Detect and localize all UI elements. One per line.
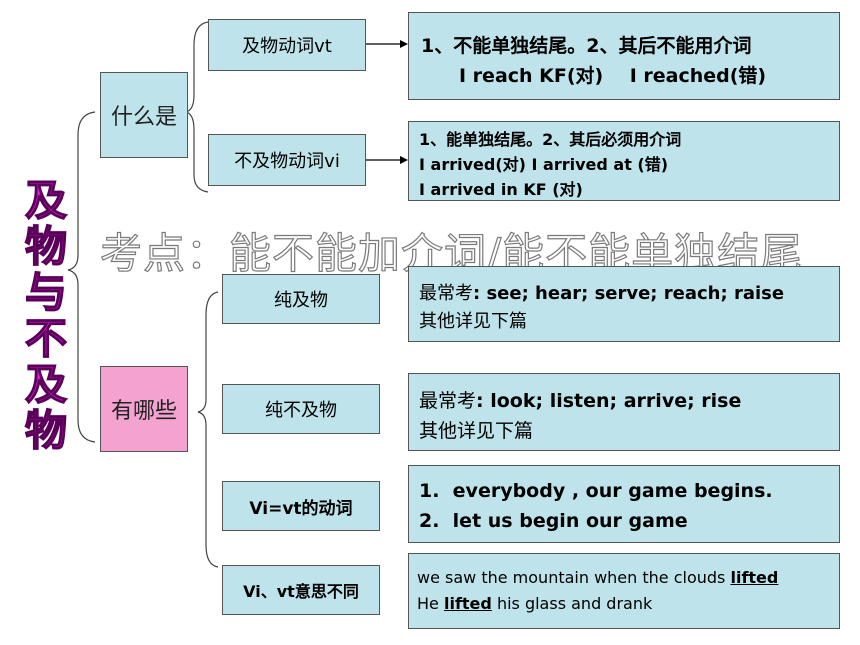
pure-vi-prefix: 最常考 xyxy=(419,390,477,412)
diff-example-1-keyword: lifted xyxy=(730,568,779,587)
title-char: 物 xyxy=(24,222,68,271)
category-which-label: 有哪些 xyxy=(110,399,177,424)
both-description-box: 1. everybody , our game begins. 2. let u… xyxy=(408,465,840,543)
title-char: 及 xyxy=(24,176,68,225)
diff-description-box: we saw the mountain when the clouds lift… xyxy=(408,553,840,629)
pure-vi-label: 纯不及物 xyxy=(265,400,337,421)
pure-vt-description-box: 最常考: see; hear; serve; reach; raise 其他详见… xyxy=(408,266,840,342)
vi-example-1: I arrived(对) I arrived at (错) xyxy=(419,155,669,174)
both-label-box: Vi=vt的动词 xyxy=(222,481,380,531)
diff-example-2-keyword: lifted xyxy=(443,594,492,613)
title-char: 不 xyxy=(24,314,68,363)
vi-description-box: 1、能单独结尾。2、其后必须用介词 I arrived(对) I arrived… xyxy=(408,121,840,201)
both-example-1: 1. everybody , our game begins. xyxy=(419,480,773,502)
category-which-box: 有哪些 xyxy=(100,366,188,452)
pure-vt-label-box: 纯及物 xyxy=(222,274,380,324)
pure-vt-prefix: 最常考 xyxy=(419,283,473,304)
pure-vt-examples: 最常考: see; hear; serve; reach; raise xyxy=(419,279,784,305)
pure-vt-words: : see; hear; serve; reach; raise xyxy=(473,283,785,304)
category-what-label: 什么是 xyxy=(110,105,177,130)
category-what-box: 什么是 xyxy=(100,72,188,158)
diff-example-2-text-b: his glass and drank xyxy=(491,594,653,613)
vertical-title: 及 物 与 不 及 物 xyxy=(18,176,74,455)
diff-example-2-text-a: He xyxy=(417,594,444,613)
vt-label: 及物动词vt xyxy=(242,36,332,57)
pure-vi-words: : look; listen; arrive; rise xyxy=(476,390,742,412)
pure-vt-label: 纯及物 xyxy=(274,290,328,311)
title-char: 与 xyxy=(24,268,68,317)
diff-example-1: we saw the mountain when the clouds lift… xyxy=(417,568,778,587)
title-char: 及 xyxy=(24,360,68,409)
pure-vi-examples: 最常考: look; listen; arrive; rise xyxy=(419,386,741,413)
pure-vi-note: 其他详见下篇 xyxy=(419,420,534,442)
both-label: Vi=vt的动词 xyxy=(249,498,353,519)
pure-vi-label-box: 纯不及物 xyxy=(222,384,380,434)
diff-label: Vi、vt意思不同 xyxy=(243,582,359,601)
vt-label-box: 及物动词vt xyxy=(208,19,366,71)
pure-vi-description-box: 最常考: look; listen; arrive; rise 其他详见下篇 xyxy=(408,373,840,451)
diff-example-1-text: we saw the mountain when the clouds xyxy=(417,568,731,587)
vi-label: 不及物动词vi xyxy=(234,151,340,172)
vt-example: I reach KF(对) I reached(错) xyxy=(459,65,767,87)
vi-rule: 1、能单独结尾。2、其后必须用介词 xyxy=(419,130,682,149)
vi-example-2: I arrived in KF (对) xyxy=(419,180,583,199)
diff-example-2: He lifted his glass and drank xyxy=(417,594,652,613)
both-example-2: 2. let us begin our game xyxy=(419,510,688,532)
vi-label-box: 不及物动词vi xyxy=(208,134,366,186)
pure-vt-note: 其他详见下篇 xyxy=(419,311,527,332)
vt-rule: 1、不能单独结尾。2、其后不能用介词 xyxy=(421,35,752,57)
title-char: 物 xyxy=(24,406,68,455)
diff-label-box: Vi、vt意思不同 xyxy=(222,565,380,615)
vt-description-box: 1、不能单独结尾。2、其后不能用介词 I reach KF(对) I reach… xyxy=(408,12,840,100)
